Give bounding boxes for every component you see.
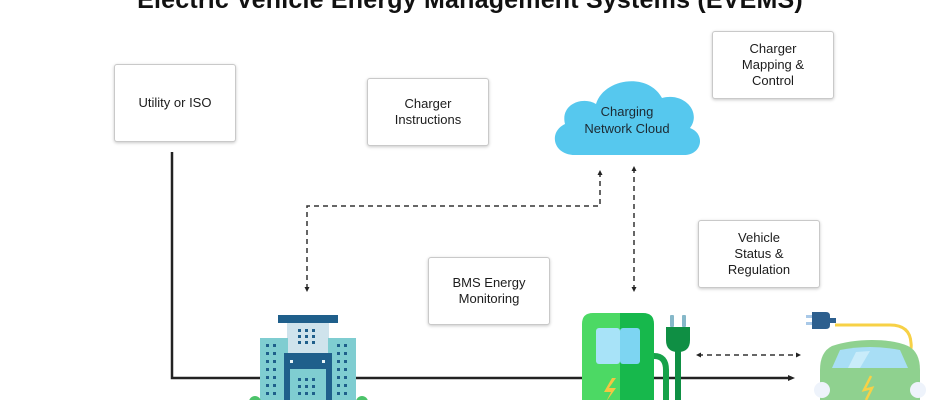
charger-mapping-control-label: Charger Mapping & Control <box>741 41 805 88</box>
building-icon <box>249 315 368 400</box>
diagram-title: Electric Vehicle Energy Management Syste… <box>137 0 803 14</box>
vehicle-status-regulation-box: Vehicle Status & Regulation <box>698 220 820 288</box>
charger-mapping-control-box: Charger Mapping & Control <box>712 31 834 99</box>
charging-network-cloud-label: Charging Network Cloud <box>584 104 670 136</box>
cloud-building-link <box>304 170 603 292</box>
charger-instructions-label: Charger Instructions <box>394 96 462 127</box>
cloud-icon <box>554 81 701 155</box>
charger-instructions-box: Charger Instructions <box>367 78 489 146</box>
electric-car-icon <box>806 312 926 400</box>
utility-or-iso-box: Utility or ISO <box>114 64 236 142</box>
utility-or-iso-label: Utility or ISO <box>138 95 212 110</box>
bms-energy-monitoring-label: BMS Energy Monitoring <box>452 275 526 306</box>
bms-energy-monitoring-box: BMS Energy Monitoring <box>428 257 550 325</box>
ev-charger-icon <box>582 313 690 400</box>
vehicle-status-regulation-label: Vehicle Status & Regulation <box>727 230 791 277</box>
